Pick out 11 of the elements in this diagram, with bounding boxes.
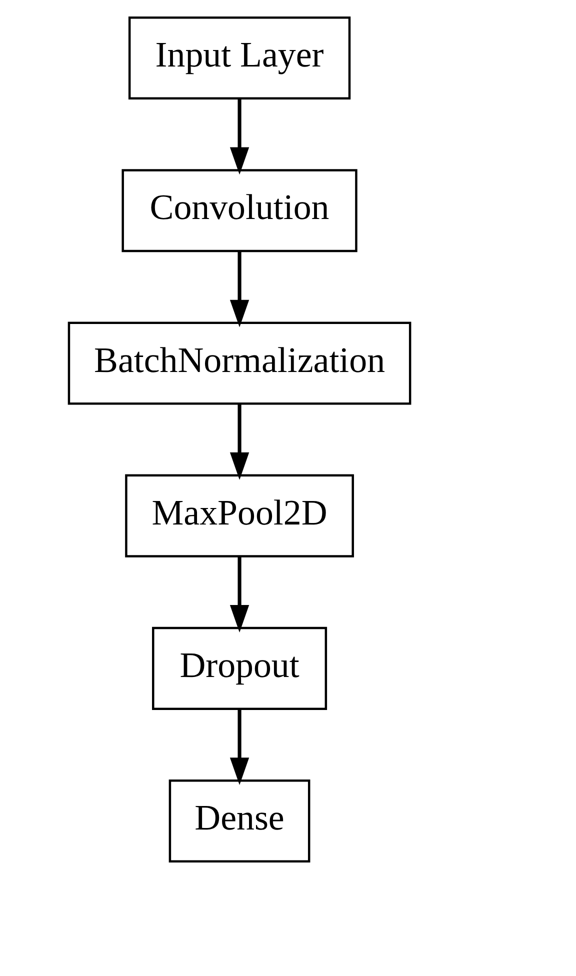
node-box: Convolution — [122, 169, 358, 252]
arrow — [230, 404, 250, 480]
arrow — [230, 252, 250, 328]
node-box: Dropout — [152, 626, 328, 710]
node-box: Input Layer — [128, 16, 351, 100]
arrow — [230, 556, 250, 632]
arrow — [230, 99, 250, 175]
node-box: MaxPool2D — [125, 474, 354, 558]
arrow — [230, 710, 250, 786]
node-box: BatchNormalization — [68, 322, 412, 405]
node-box: Dense — [168, 780, 310, 863]
